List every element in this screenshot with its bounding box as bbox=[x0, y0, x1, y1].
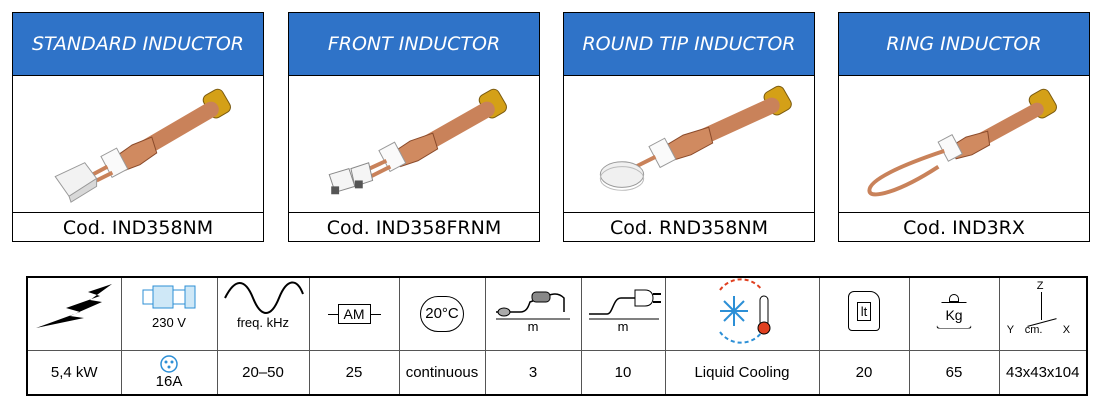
container-label: lt bbox=[856, 301, 872, 321]
round-tip-inductor-image bbox=[564, 75, 814, 213]
axes-icon: Z Y cm. X bbox=[1003, 278, 1083, 344]
spec-table: 230 V freq. kHz AM 20°C bbox=[26, 276, 1088, 396]
power-value: 5,4 kW bbox=[26, 350, 122, 395]
fuse-icon bbox=[142, 285, 196, 309]
temperature-cell: 20°C bbox=[398, 276, 486, 351]
current-value: 25 bbox=[308, 350, 400, 395]
cable-1-value: 3 bbox=[484, 350, 582, 395]
cooling-cell bbox=[664, 276, 820, 351]
product-card-front: FRONT INDUCTOR Cod. IND358FRNM bbox=[288, 12, 540, 242]
card-title: ROUND TIP INDUCTOR bbox=[564, 13, 814, 75]
axis-y-label: Y bbox=[1006, 324, 1015, 336]
cable-length-cell-2: m bbox=[580, 276, 666, 351]
current-cell: AM bbox=[308, 276, 400, 351]
cable-2-value: 10 bbox=[580, 350, 666, 395]
weight-cell: Kg bbox=[908, 276, 1000, 351]
card-code: Cod. IND3RX bbox=[903, 217, 1025, 239]
plug-cable-icon bbox=[496, 291, 570, 320]
dimensions-value: 43x43x104 bbox=[998, 350, 1088, 395]
cable-length-cell-1: m bbox=[484, 276, 582, 351]
ring-inductor-image bbox=[839, 75, 1089, 213]
lightning-icon bbox=[36, 284, 113, 328]
axis-z-label: Z bbox=[1036, 280, 1044, 292]
duty-value: continuous bbox=[398, 350, 486, 395]
dims-unit-label: cm. bbox=[1024, 324, 1043, 336]
card-code: Cod. IND358FRNM bbox=[326, 217, 502, 239]
frequency-value: 20–50 bbox=[216, 350, 310, 395]
weight-label: Kg bbox=[936, 301, 972, 329]
fuse-value: 16A bbox=[155, 372, 183, 390]
ammeter-icon: AM bbox=[327, 304, 381, 324]
jerrycan-icon: lt bbox=[848, 291, 880, 331]
standard-inductor-image bbox=[13, 75, 263, 213]
voltage-cell: 230 V bbox=[120, 276, 218, 351]
current-label: AM bbox=[337, 304, 371, 324]
cable-length-label-2: m bbox=[617, 319, 629, 334]
power-cell bbox=[26, 276, 122, 351]
card-title: RING INDUCTOR bbox=[839, 13, 1089, 75]
sine-wave-icon bbox=[224, 281, 304, 314]
product-card-standard: STANDARD INDUCTOR Cod. IND358NM bbox=[12, 12, 264, 242]
socket-icon bbox=[160, 355, 178, 373]
weight-icon: Kg bbox=[936, 293, 972, 329]
cooling-value: Liquid Cooling bbox=[664, 350, 820, 395]
card-code: Cod. IND358NM bbox=[62, 217, 214, 239]
dimensions-cell: Z Y cm. X bbox=[998, 276, 1088, 351]
card-title: FRONT INDUCTOR bbox=[289, 13, 539, 75]
card-code: Cod. RND358NM bbox=[610, 217, 768, 239]
cable-length-label-1: m bbox=[527, 319, 539, 334]
card-title: STANDARD INDUCTOR bbox=[13, 13, 263, 75]
product-card-round-tip: ROUND TIP INDUCTOR Cod. RND358NM bbox=[563, 12, 815, 242]
axis-x-label: X bbox=[1062, 324, 1071, 336]
frequency-cell: freq. kHz bbox=[216, 276, 310, 351]
temperature-label: 20°C bbox=[420, 296, 464, 332]
frequency-label: freq. kHz bbox=[236, 315, 289, 330]
fuse-cell: 16A bbox=[120, 350, 218, 395]
product-card-ring: RING INDUCTOR Cod. IND3RX bbox=[838, 12, 1090, 242]
front-inductor-image bbox=[289, 75, 539, 213]
power-plug-icon bbox=[589, 289, 661, 320]
container-cell: lt bbox=[818, 276, 910, 351]
voltage-label: 230 V bbox=[152, 315, 186, 330]
liquid-cooling-icon bbox=[719, 278, 771, 344]
weight-value: 65 bbox=[908, 350, 1000, 395]
liters-value: 20 bbox=[818, 350, 910, 395]
